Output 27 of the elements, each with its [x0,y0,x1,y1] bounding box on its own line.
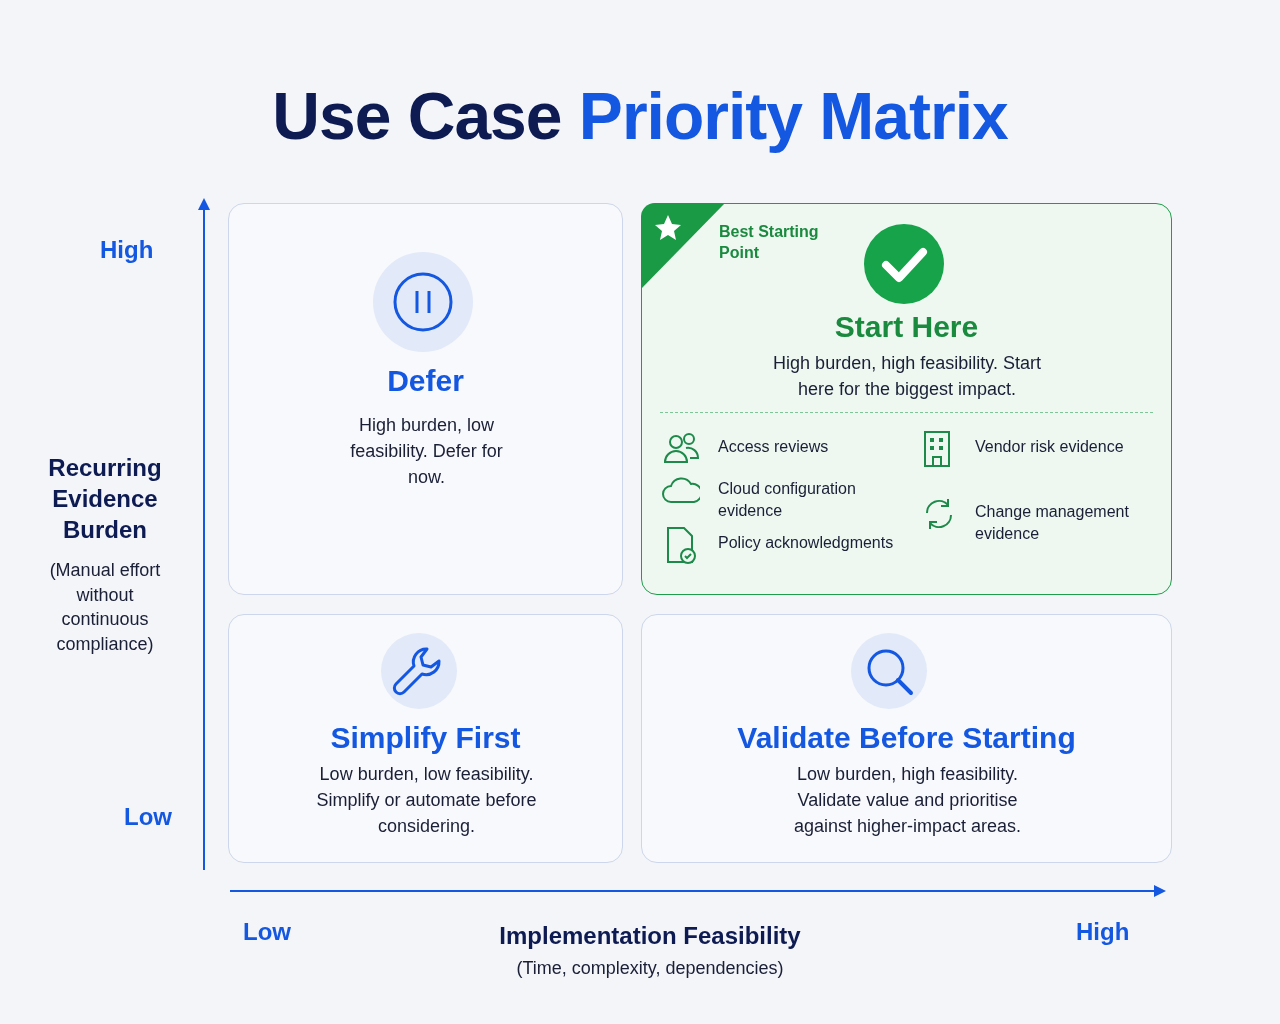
quadrant-description: High burden, high feasibility. Start here for the biggest impact. [772,352,1042,401]
axis-level-label: High [1076,918,1130,946]
quadrant-description: High burden, low feasibility. Defer for now. [349,414,504,489]
quadrant-title: Defer [386,364,465,398]
quadrant-card [641,614,1172,863]
evidence-item-text: Cloud configuration evidence [718,479,857,521]
evidence-item-text: Access reviews [718,437,830,457]
evidence-item-text: Policy acknowledgments [718,533,895,553]
axis-subtitle: (Time, complexity, dependencies) [515,958,785,979]
axis-level-label: Low [243,918,291,946]
quadrant-card [228,203,623,595]
axis-level-label: Low [123,803,172,831]
quadrant-description: Low burden, high feasibility. Validate value and prioritise against higher-impact areas. [792,763,1023,838]
quadrant-title: Simplify First [329,721,522,755]
axis-title: Implementation Feasibility [498,922,802,950]
quadrant-card [228,614,623,863]
evidence-item-text: Vendor risk evidence [975,437,1125,457]
evidence-item-text: Change management evidence [975,502,1130,544]
ribbon-label: Best Starting Point [719,222,820,263]
axis-level-label: High [100,236,155,264]
quadrant-description: Low burden, low feasibility. Simplify or automate before considering. [315,763,538,838]
highlighted-quadrant-card [641,203,1172,595]
axis-title: Recurring Evidence Burden [47,453,163,545]
quadrant-title: Validate Before Starting [736,721,1077,755]
axis-subtitle: (Manual effort without continuous compliance) [48,559,162,656]
title: Use Case Priority Matrix [271,78,1009,154]
quadrant-title: Start Here [833,310,980,344]
